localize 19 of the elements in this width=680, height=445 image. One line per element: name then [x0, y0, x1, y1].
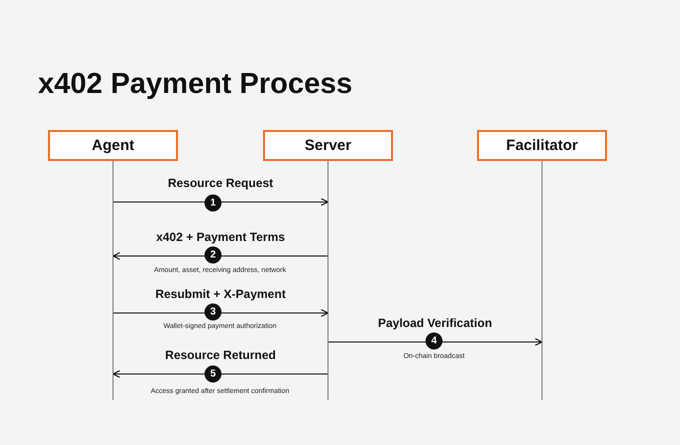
message-label: Payload Verification [378, 316, 492, 330]
message-arrow [112, 370, 328, 378]
participant-box: Server [263, 130, 393, 161]
message-arrow [328, 338, 543, 346]
step-number: 4 [426, 332, 442, 350]
message-arrow [112, 198, 329, 206]
message-arrow [112, 308, 329, 318]
step-number: 2 [204, 246, 222, 264]
diagram-title: x402 Payment Process [38, 68, 352, 101]
step-number: 1 [204, 194, 222, 212]
participant-box: Agent [48, 130, 178, 161]
message-arrow [112, 252, 328, 260]
step-number: 5 [204, 366, 222, 382]
message-label: Resource Returned [165, 348, 276, 362]
participant-box: Facilitator [477, 130, 607, 161]
message-label: x402 + Payment Terms [156, 230, 285, 244]
message-label: Resubmit + X-Payment [155, 287, 286, 301]
step-number: 3 [204, 304, 222, 320]
message-label: Resource Request [168, 176, 274, 190]
